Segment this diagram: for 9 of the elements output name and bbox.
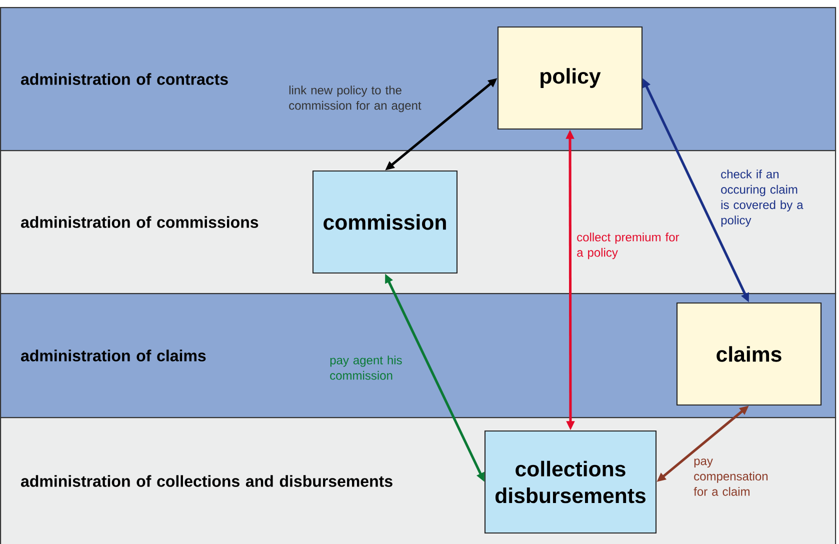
- edge-label: check if an occuring claim is covered by a policy: [721, 170, 804, 227]
- process-box: claims: [676, 302, 822, 406]
- edge-label: collect premium for a policy: [577, 232, 680, 260]
- process-box: collections disbursements: [484, 430, 657, 534]
- process-box: commission: [312, 170, 458, 274]
- edge-label: link new policy to the commission for an agent: [289, 86, 422, 112]
- edge-label: pay agent his commission: [330, 356, 402, 380]
- process-box: policy: [497, 26, 643, 130]
- edge-label: pay compensation for a claim: [694, 458, 768, 496]
